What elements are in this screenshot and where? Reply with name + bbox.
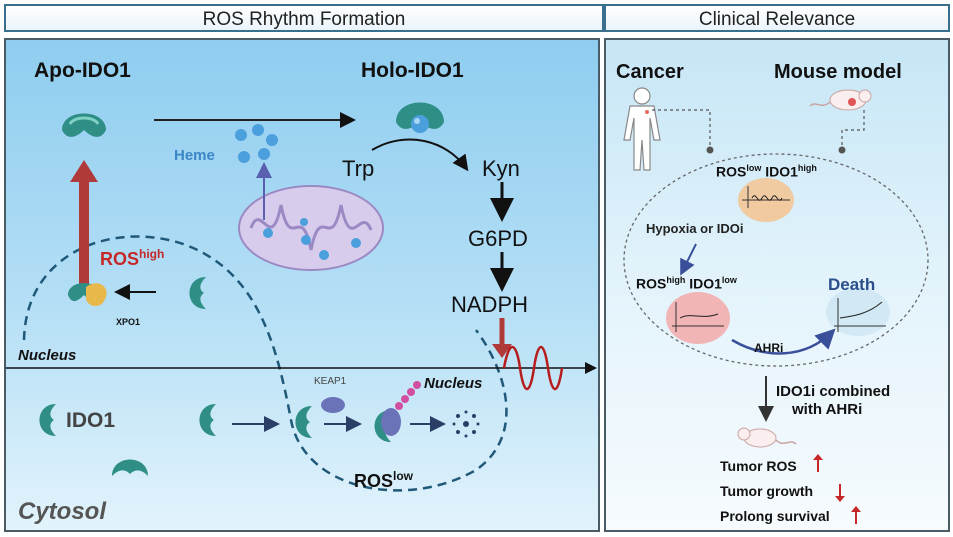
- keap1-protein-icon: [321, 397, 345, 413]
- cancer-label: Cancer: [616, 61, 684, 83]
- state2-label: ROShigh IDO1low: [636, 276, 737, 291]
- mouse-model-label: Mouse model: [774, 61, 902, 83]
- apo-ido1-label: Apo-IDO1: [34, 59, 131, 82]
- header-ros-rhythm: ROS Rhythm Formation: [4, 4, 604, 32]
- ros-low-tumor-icon: [738, 178, 794, 222]
- state1-ros-sup: low: [746, 163, 762, 173]
- ahri-arrow: [731, 328, 836, 355]
- ido1-label: IDO1: [66, 409, 116, 432]
- ros-high-base: ROS: [100, 249, 140, 269]
- ido1-cytosol-enzyme-icon-2: [112, 459, 148, 476]
- hypoxia-label: Hypoxia or IDOi: [646, 221, 744, 236]
- treated-mouse-icon: [737, 427, 797, 448]
- xpo1-label: XPO1: [116, 317, 141, 327]
- keap1-label: KEAP1: [314, 376, 347, 387]
- ido1-cytosol-enzyme-icon-3: [199, 404, 216, 436]
- nucleus-boundary: [22, 235, 508, 492]
- ido1-cytosol-enzyme-icon: [39, 404, 56, 436]
- state1-label: ROSlow IDO1high: [716, 164, 817, 179]
- ros-rhythm-wave-icon: [502, 345, 564, 391]
- survival-up-icon: [851, 506, 861, 524]
- ros-low-label: ROSlow: [354, 470, 413, 490]
- death-label: Death: [828, 275, 876, 294]
- state1-ros: ROS: [716, 163, 747, 180]
- header-left-title: ROS Rhythm Formation: [202, 9, 406, 30]
- outcome-tumor-growth: Tumor growth: [720, 483, 814, 499]
- state2-ros: ROS: [636, 275, 667, 292]
- hypoxia-arrow: [680, 243, 697, 276]
- state2-ido-sup: low: [721, 275, 737, 285]
- ubiquitinated-ido1-icon: [374, 381, 421, 442]
- outcome-tumor-ros: Tumor ROS: [720, 458, 797, 474]
- ido1-xpo1-complex-icon: [68, 283, 107, 307]
- human-patient-icon: [623, 87, 661, 171]
- holo-ido1-enzyme-icon: [396, 102, 444, 133]
- dead-cells-icon: [826, 288, 890, 336]
- mitochondrion-icon: [238, 185, 384, 271]
- trp-label: Trp: [342, 156, 375, 181]
- ros-low-base: ROS: [354, 471, 394, 491]
- clinical-graphics: [623, 87, 929, 524]
- cancer-connector: [652, 109, 711, 150]
- combo-line2: with AHRi: [792, 401, 863, 418]
- outcome-survival: Prolong survival: [720, 508, 830, 524]
- header-right-title: Clinical Relevance: [698, 9, 856, 30]
- ros-rhythm-panel: Apo-IDO1 Holo-IDO1 Heme Trp Kyn G6PD NAD…: [4, 38, 600, 532]
- header-clinical-relevance: Clinical Relevance: [604, 4, 950, 32]
- ros-high-sup: high: [139, 247, 165, 261]
- nadph-label: NADPH: [451, 292, 529, 317]
- nucleus-label-top: Nucleus: [18, 347, 77, 364]
- combo-line1: IDO1i combined: [776, 383, 891, 400]
- state2-ros-sup: high: [666, 275, 686, 285]
- ido1-keap1-enzyme-icon: [295, 406, 312, 438]
- tumor-ros-up-icon: [813, 454, 823, 472]
- kyn-label: Kyn: [482, 156, 520, 181]
- nucleus-label-bottom: Nucleus: [424, 375, 483, 392]
- ros-high-tumor-icon: [666, 292, 730, 344]
- state1-ido-sup: high: [797, 163, 817, 173]
- trp-to-kyn-arrow: [371, 138, 469, 172]
- apo-ido1-enzyme-icon: [62, 113, 106, 137]
- heme-molecules-icon: [235, 124, 278, 163]
- ahri-label: AHRi: [754, 341, 784, 355]
- ido1-nuclear-enzyme-icon: [189, 277, 206, 309]
- clinical-relevance-panel: Cancer Mouse model ROSlow IDO1high Hypox…: [604, 38, 950, 532]
- tumor-state-boundary: [623, 153, 929, 367]
- ros-low-sup: low: [393, 469, 414, 483]
- tumor-growth-down-icon: [835, 484, 845, 502]
- mouse-connector: [841, 110, 865, 150]
- ros-rhythm-graphics: [6, 102, 597, 492]
- mouse-model-icon: [809, 89, 872, 111]
- heme-label: Heme: [174, 147, 215, 164]
- g6pd-label: G6PD: [468, 226, 528, 251]
- cytosol-label: Cytosol: [18, 498, 107, 525]
- state2-ido: IDO1: [685, 275, 722, 292]
- ros-high-label: ROShigh: [100, 248, 164, 268]
- proteasome-degradation-icon: [452, 410, 480, 438]
- state1-ido: IDO1: [761, 163, 798, 180]
- holo-ido1-label: Holo-IDO1: [361, 59, 464, 82]
